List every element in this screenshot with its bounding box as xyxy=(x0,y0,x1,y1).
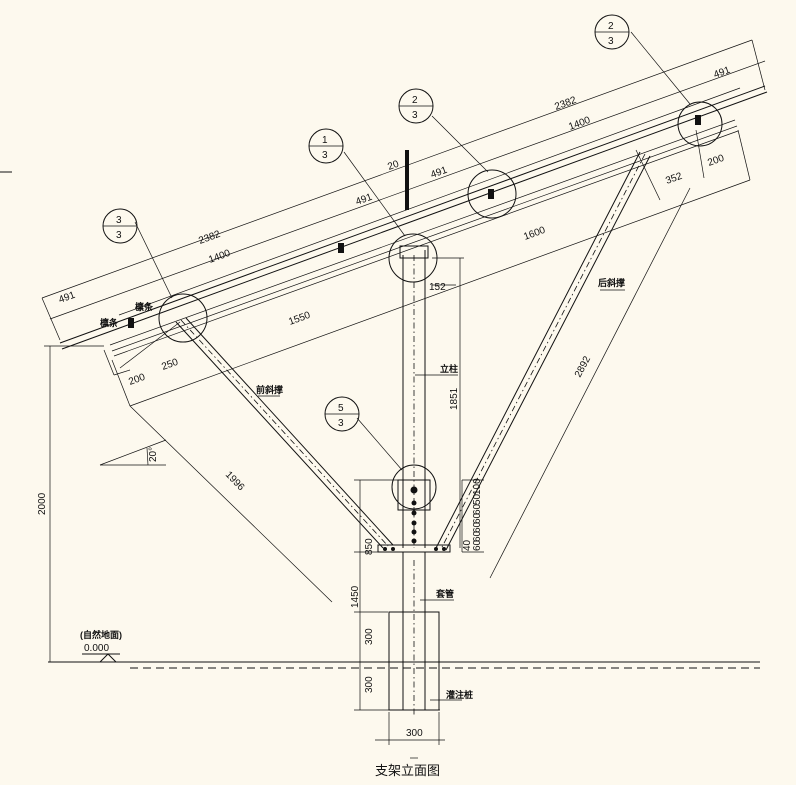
dim-top-total: 2382 xyxy=(553,95,578,113)
label-leaders xyxy=(258,289,625,701)
dim-352: 352 xyxy=(664,171,684,187)
callout-leaders xyxy=(134,31,691,471)
label-pile: 灌注桩 xyxy=(446,689,473,700)
detail-bubble-5: 5 3 xyxy=(324,396,360,432)
detail-bubble-4-bottom: 3 xyxy=(116,230,122,241)
hole-spacing-dims: 100 50 60 60 60 60 60 40 xyxy=(462,478,483,551)
dim-1851: 1851 xyxy=(449,387,460,410)
hole-spacing-2: 50 xyxy=(472,493,483,505)
label-column: 立柱 xyxy=(440,363,458,374)
dim-top-right: 491 xyxy=(712,65,732,81)
base-plate xyxy=(377,544,451,553)
detail-bubble-1-top: 2 xyxy=(608,21,614,32)
front-brace xyxy=(175,317,394,549)
dim-300-width: 300 xyxy=(406,728,423,739)
column xyxy=(397,245,431,548)
label-purlin: 檩条 xyxy=(135,301,154,312)
dim-200-left: 200 xyxy=(127,372,147,388)
hole-spacing-4: 60 xyxy=(472,512,483,524)
hole-spacing-5: 60 xyxy=(472,521,483,533)
dim-1996: 1996 xyxy=(223,469,247,493)
rear-brace xyxy=(435,151,651,551)
dim-2892: 2892 xyxy=(573,354,593,379)
detail-bubble-5-top: 5 xyxy=(338,403,344,414)
detail-bubble-1: 2 3 xyxy=(594,14,630,50)
label-front-brace: 前斜撑 xyxy=(256,384,283,395)
ground-line xyxy=(48,653,760,669)
pile xyxy=(388,560,440,715)
dim-mid-small-20: 20 xyxy=(386,159,401,173)
dim-1550: 1550 xyxy=(287,310,312,328)
dim-250: 250 xyxy=(160,357,180,373)
detail-bubble-3: 1 3 xyxy=(308,128,344,164)
label-purlin-2: 檩条 xyxy=(100,317,119,328)
dim-850: 850 xyxy=(364,538,375,555)
angle-label: 20° xyxy=(148,447,159,462)
detail-bubble-2-bottom: 3 xyxy=(412,110,418,121)
hole-spacing-1: 100 xyxy=(472,478,483,495)
dim-mid-right: 1400 xyxy=(567,115,592,133)
dim-top-left: 491 xyxy=(57,290,77,306)
dim-mid-small-a: 491 xyxy=(354,192,374,208)
dim-mid-small-b: 491 xyxy=(429,165,449,181)
ground-elevation: 0.000 xyxy=(84,643,109,654)
dim-mid-left: 1400 xyxy=(207,248,232,266)
drawing-caption: 支架立面图 xyxy=(375,764,440,779)
hole-spacing-6: 60 xyxy=(472,530,483,542)
sleeve xyxy=(402,552,426,710)
detail-bubble-2-top: 2 xyxy=(412,95,418,106)
hole-spacing-7: 60 xyxy=(472,539,483,551)
angle-indicator xyxy=(99,439,167,466)
dimension-lines xyxy=(41,39,766,745)
dim-1600: 1600 xyxy=(522,225,547,243)
detail-bubble-4: 3 3 xyxy=(102,208,138,244)
detail-bubble-4-top: 3 xyxy=(116,215,122,226)
dim-top-total-left: 2382 xyxy=(197,229,222,247)
detail-bubble-1-bottom: 3 xyxy=(608,36,614,47)
detail-bubble-3-top: 1 xyxy=(322,135,328,146)
detail-bubble-2: 2 3 xyxy=(398,88,434,124)
detail-circles xyxy=(158,101,723,510)
detail-bubble-3-bottom: 3 xyxy=(322,150,328,161)
label-sleeve: 套管 xyxy=(436,588,454,599)
dim-300-upper: 300 xyxy=(364,628,375,645)
dim-2000: 2000 xyxy=(37,492,48,515)
label-rear-brace: 后斜撑 xyxy=(598,277,625,288)
dim-300-lower: 300 xyxy=(364,676,375,693)
detail-bubble-5-bottom: 3 xyxy=(338,418,344,429)
dim-1450: 1450 xyxy=(350,585,361,608)
hole-spacing-8: 40 xyxy=(462,539,473,551)
hole-spacing-3: 60 xyxy=(472,503,483,515)
ground-label: (自然地面) xyxy=(80,629,122,640)
dim-200-right: 200 xyxy=(706,153,726,169)
purlin-clamps xyxy=(128,115,701,328)
column-holes xyxy=(410,486,418,544)
dim-152: 152 xyxy=(429,282,446,293)
panel-beam xyxy=(59,85,768,376)
